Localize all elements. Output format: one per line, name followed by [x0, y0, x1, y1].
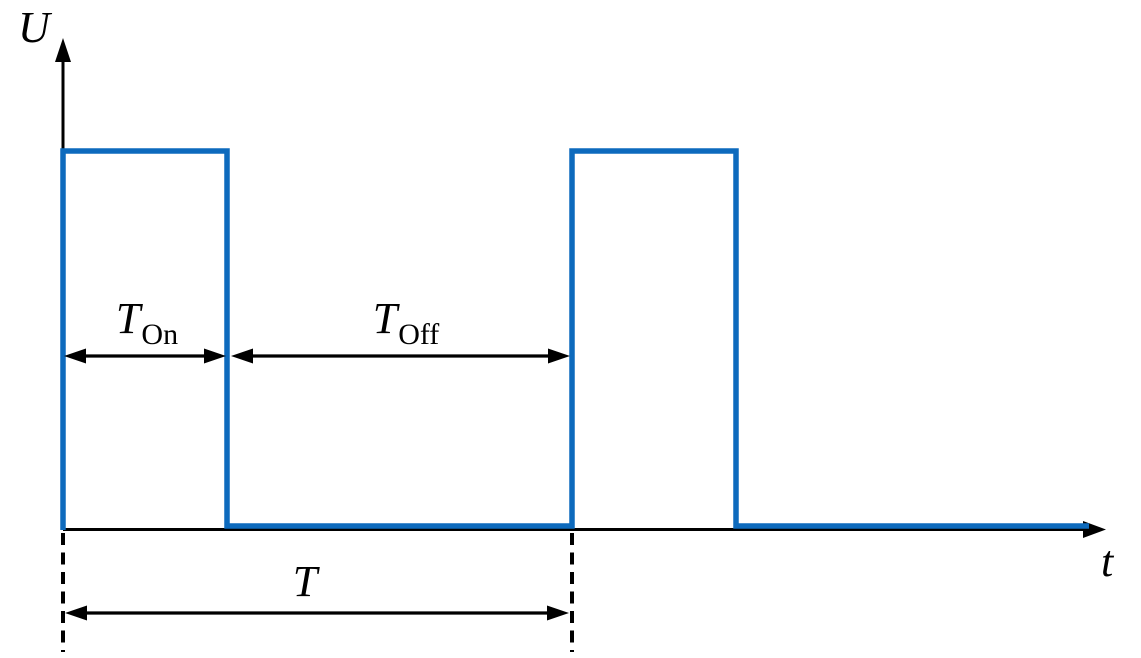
period-right-arrowhead-icon — [547, 605, 569, 621]
toff-label-subscript: Off — [398, 318, 440, 351]
toff-left-arrowhead-icon — [231, 348, 253, 364]
signal-waveform — [60, 148, 1089, 530]
period-label: T — [292, 557, 318, 606]
ton-left-arrowhead-icon — [64, 348, 86, 364]
ton-right-arrowhead-icon — [204, 348, 226, 364]
x-axis-label: t — [1101, 537, 1114, 586]
ton-label-subscript: On — [141, 318, 179, 351]
toff-label: TOff — [373, 297, 440, 350]
y-axis-arrowhead-icon — [55, 38, 71, 62]
ton-label: TOn — [116, 297, 178, 350]
toff-right-arrowhead-icon — [548, 348, 570, 364]
period-left-arrowhead-icon — [65, 605, 87, 621]
ton-label-base: T — [115, 294, 141, 343]
toff-label-base: T — [372, 294, 398, 343]
y-axis-label: U — [18, 3, 50, 52]
